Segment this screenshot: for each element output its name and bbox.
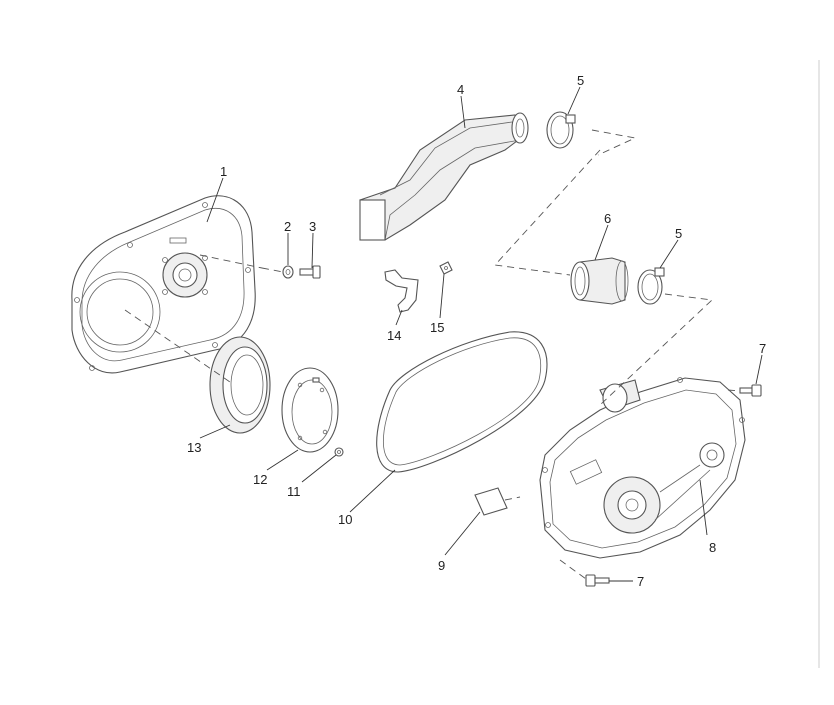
part-5-hose-clamp-lower	[637, 267, 665, 305]
callout-3: 3	[309, 219, 316, 234]
leader-lines	[199, 86, 763, 582]
callout-11: 11	[287, 484, 301, 499]
callout-12: 12	[253, 472, 267, 487]
callout-10: 10	[338, 512, 352, 527]
part-2-washer	[282, 265, 294, 279]
part-5-hose-clamp-upper	[546, 111, 576, 149]
callout-7-lower: 7	[637, 574, 644, 589]
part-15-fastener	[439, 261, 453, 275]
part-8-outer-cover	[539, 377, 746, 559]
callout-7-upper: 7	[759, 341, 766, 356]
callout-5-lower: 5	[675, 226, 682, 241]
part-10-drive-belt	[376, 331, 548, 473]
callout-13: 13	[187, 440, 201, 455]
callout-1: 1	[220, 164, 227, 179]
part-7-bolt-lower	[585, 574, 610, 587]
callout-9: 9	[438, 558, 445, 573]
callout-labels: 1 2 3 4 5 6 5 7 7 8 9 10 11 12 13 14 15	[187, 73, 766, 589]
part-4-air-duct	[359, 112, 529, 241]
callout-6: 6	[604, 211, 611, 226]
part-11-screw	[334, 447, 344, 457]
part-12-retaining-plate	[281, 367, 339, 453]
callout-2: 2	[284, 219, 291, 234]
callout-8: 8	[709, 540, 716, 555]
callout-4: 4	[457, 82, 464, 97]
part-14-bracket	[384, 269, 419, 313]
assembly-lines	[124, 129, 741, 580]
part-13-seal-ring	[209, 336, 271, 434]
part-1-inner-cover	[71, 195, 256, 374]
callout-5-upper: 5	[577, 73, 584, 88]
part-3-bolt	[299, 265, 321, 279]
callout-14: 14	[387, 328, 401, 343]
part-7-bolt-upper	[739, 384, 762, 397]
part-9-decal	[474, 487, 508, 516]
part-6-duct-sleeve	[570, 257, 629, 305]
callout-15: 15	[430, 320, 444, 335]
